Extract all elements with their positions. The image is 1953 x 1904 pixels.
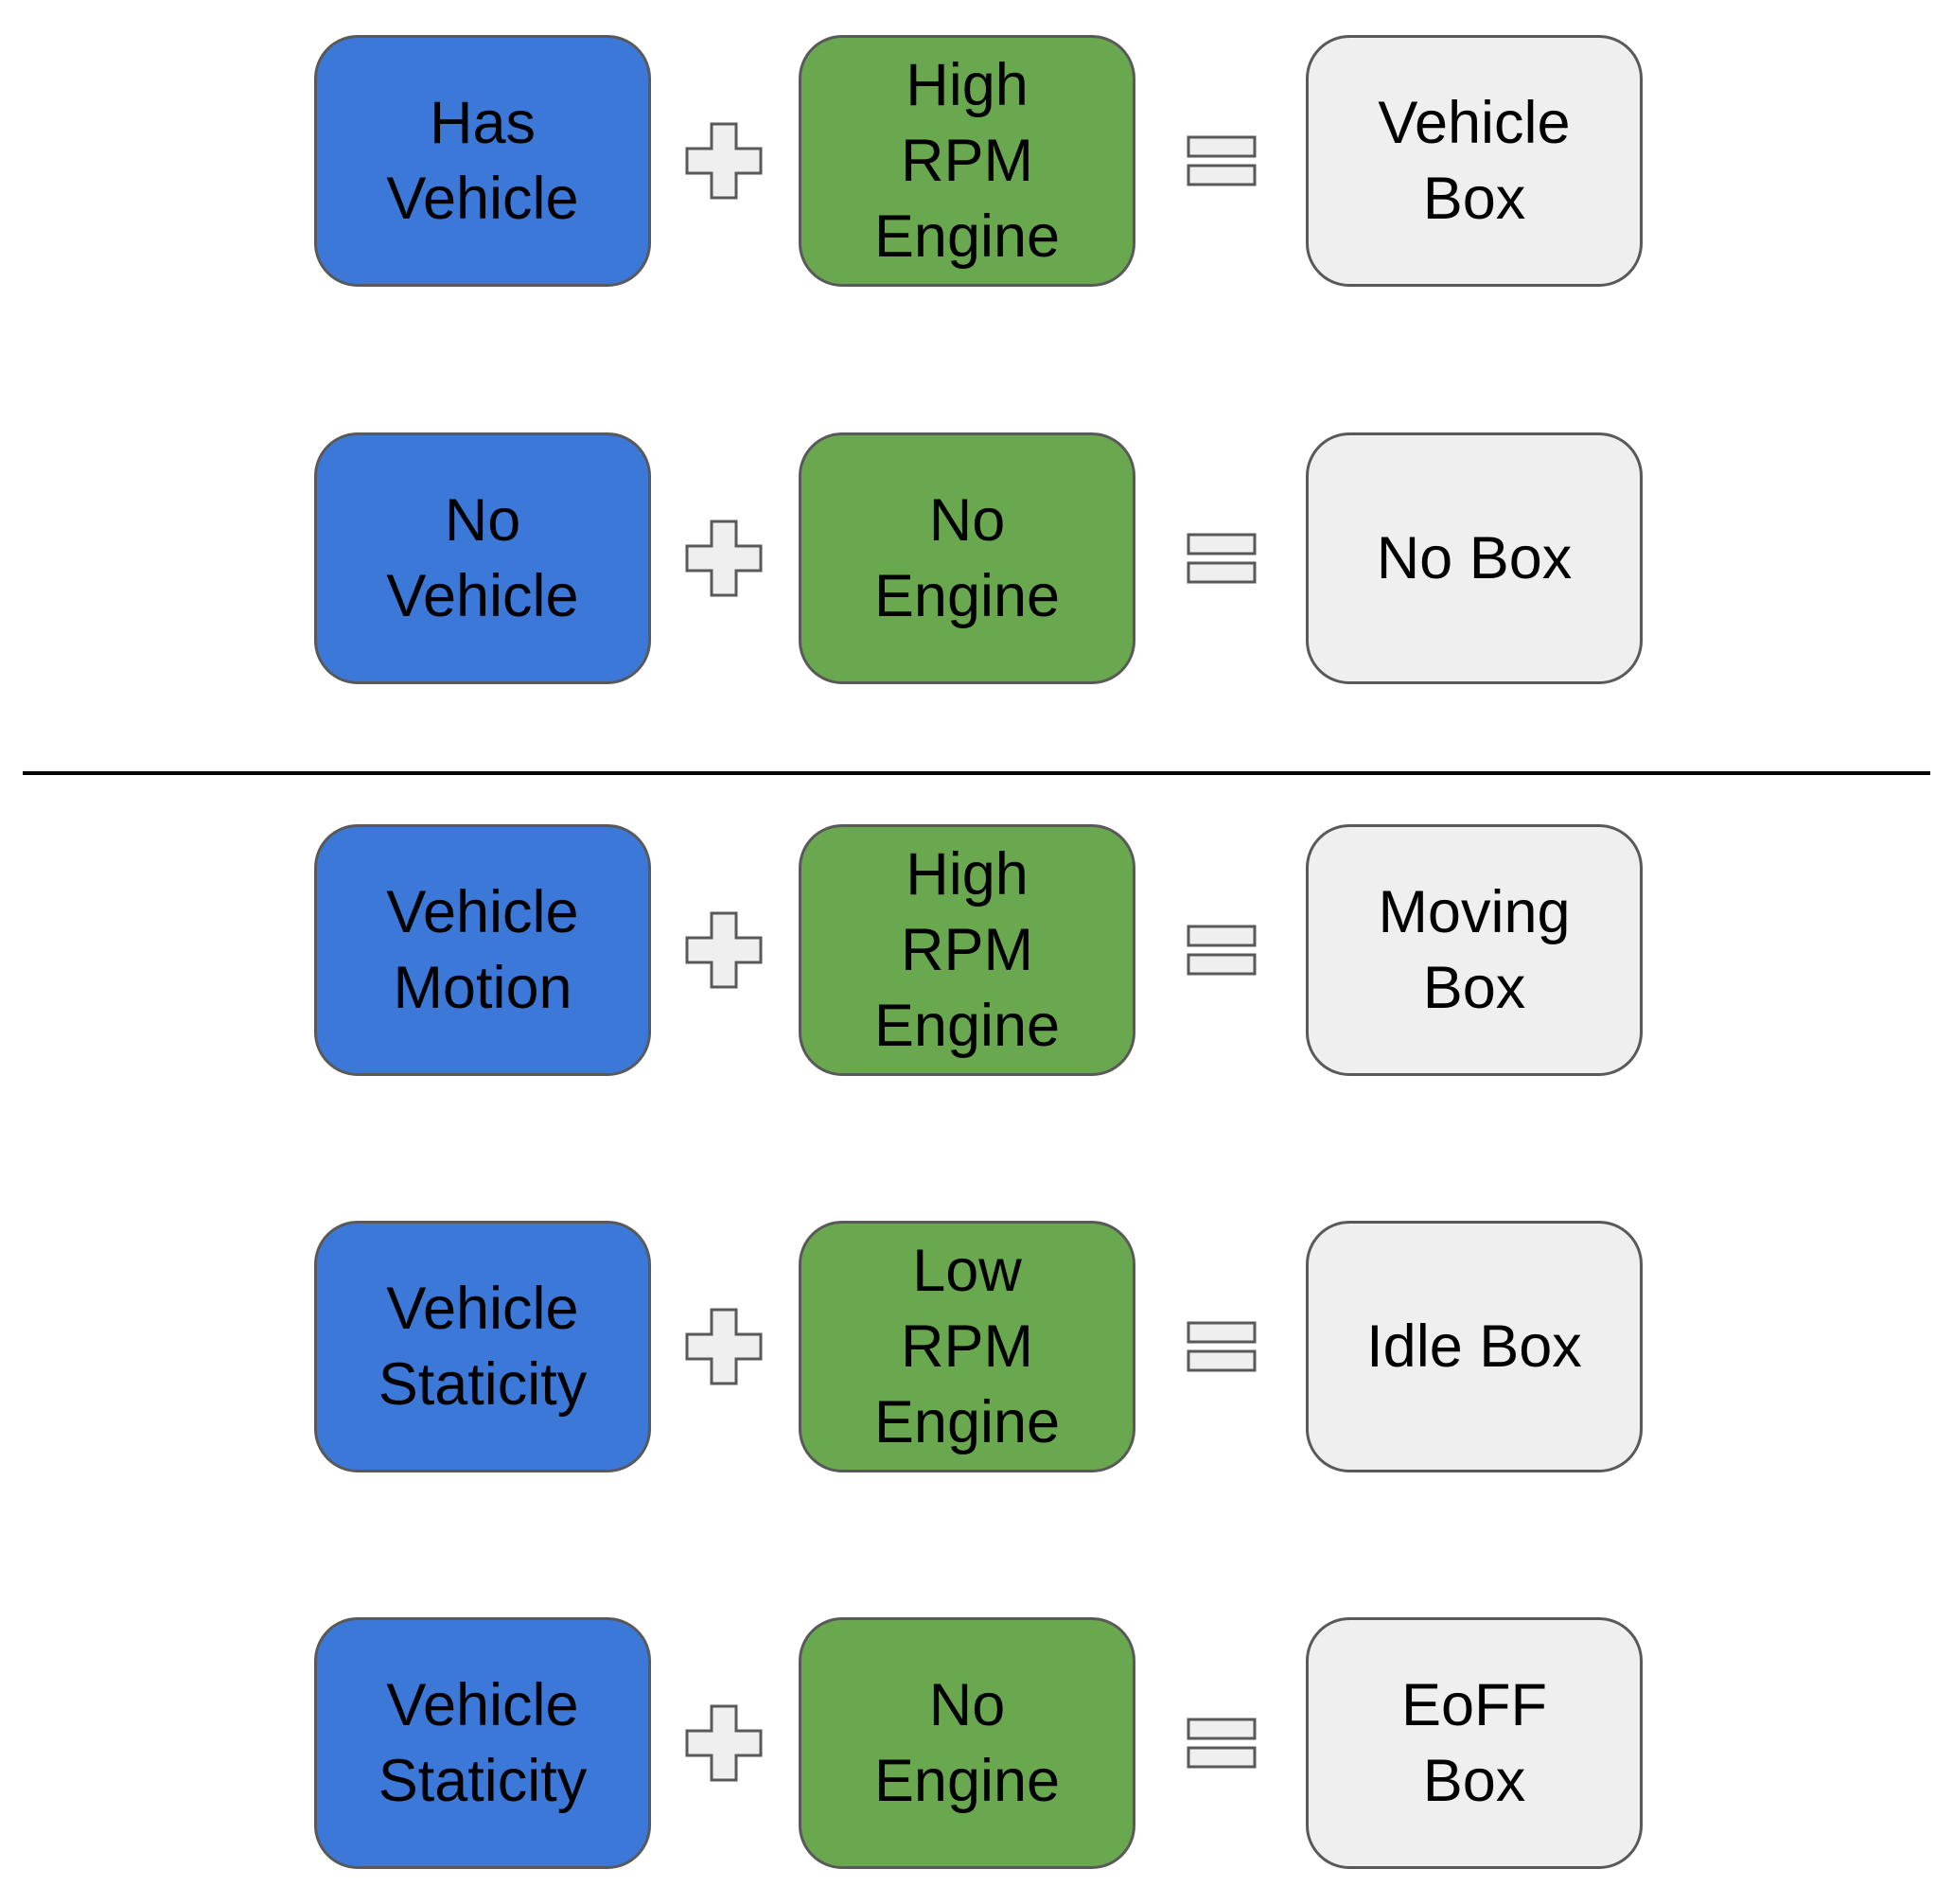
engine-state-box: High RPM Engine (799, 35, 1135, 287)
engine-state-box: No Engine (799, 1617, 1135, 1869)
plus-icon (685, 520, 763, 597)
result-box: Moving Box (1306, 824, 1643, 1076)
equals-icon (1187, 533, 1257, 584)
engine-state-box: No Engine (799, 432, 1135, 684)
plus-icon (685, 911, 763, 989)
vehicle-state-box: Vehicle Staticity (314, 1221, 651, 1472)
vehicle-state-label: Has Vehicle (386, 90, 579, 232)
result-label: Idle Box (1366, 1313, 1582, 1380)
vehicle-state-label: Vehicle Staticity (378, 1672, 588, 1814)
engine-state-box: Low RPM Engine (799, 1221, 1135, 1472)
engine-state-label: No Engine (873, 487, 1061, 629)
engine-state-label: High RPM Engine (873, 52, 1061, 270)
result-box: No Box (1306, 432, 1643, 684)
plus-icon (685, 1308, 763, 1385)
vehicle-state-label: No Vehicle (386, 487, 579, 629)
result-label: Moving Box (1378, 879, 1571, 1021)
result-label: Vehicle Box (1378, 90, 1571, 232)
vehicle-state-label: Vehicle Motion (386, 879, 579, 1021)
engine-state-label: High RPM Engine (873, 841, 1061, 1059)
vehicle-state-box: Vehicle Staticity (314, 1617, 651, 1869)
result-box: Vehicle Box (1306, 35, 1643, 287)
result-box: EoFF Box (1306, 1617, 1643, 1869)
vehicle-state-label: Vehicle Staticity (378, 1276, 588, 1418)
equals-icon (1187, 925, 1257, 976)
plus-icon (685, 1704, 763, 1782)
vehicle-state-box: Has Vehicle (314, 35, 651, 287)
result-box: Idle Box (1306, 1221, 1643, 1472)
equals-icon (1187, 1718, 1257, 1769)
result-label: No Box (1376, 525, 1573, 591)
plus-icon (685, 122, 763, 200)
engine-state-label: Low RPM Engine (873, 1238, 1061, 1455)
result-label: EoFF Box (1400, 1672, 1548, 1814)
vehicle-state-box: Vehicle Motion (314, 824, 651, 1076)
equals-icon (1187, 1321, 1257, 1372)
section-divider (23, 771, 1930, 775)
engine-state-label: No Engine (873, 1672, 1061, 1814)
vehicle-state-box: No Vehicle (314, 432, 651, 684)
engine-state-box: High RPM Engine (799, 824, 1135, 1076)
equals-icon (1187, 135, 1257, 186)
